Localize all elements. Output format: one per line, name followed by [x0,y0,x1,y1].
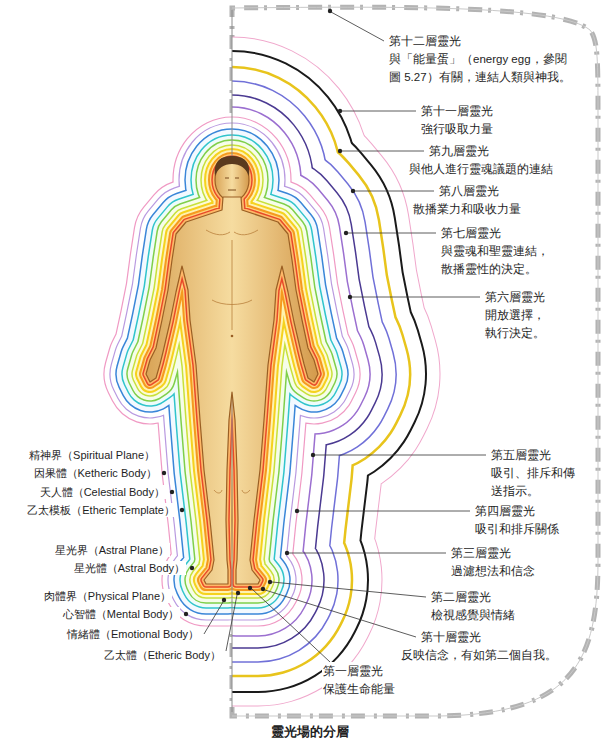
layer-description: 強行吸取力量 [420,120,494,138]
leader-dot [285,551,289,555]
leader-dot [311,453,315,457]
layer-heading: 第一層靈光 [322,662,384,680]
leader-dot [261,587,265,591]
layer-description: 與「能量蛋」（energy egg，參閱 圖 5.27）有關，連結人類與神我。 [388,50,576,86]
layer-description: 反映信念，有如第二個自我。 [400,646,558,664]
plane-label: 星光界（Astral Plane） [54,543,170,557]
layer-heading: 第六層靈光 [484,288,546,306]
body-label: 乙太模板（Etheric Template） [26,503,176,517]
leader-dot [338,149,342,153]
layer-description: 開放選擇， 執行決定。 [484,306,550,342]
aura-layer [232,159,318,584]
layer-heading: 第二層靈光 [430,588,492,606]
layer-description: 吸引、排斥和傳 送指示。 [490,464,580,500]
body-label: 心智體（Mental Body） [62,607,180,621]
layer-heading: 第三層靈光 [450,544,512,562]
layer-description: 與他人進行靈魂議題的連結 [408,160,554,178]
aura-layer [232,159,318,584]
leader-line [289,553,446,554]
layer-description: 散播業力和吸收力量 [412,200,522,218]
layer-description: 吸引和排斥關係 [474,520,560,538]
leader-dot [268,580,272,584]
layer-heading: 第七層靈光 [440,224,502,242]
layer-heading: 第十二層靈光 [388,32,462,50]
leader-dot [222,598,226,602]
leader-dot [170,490,174,494]
leader-line [204,602,223,634]
leader-line [265,590,416,637]
layer-description: 過濾想法和信念 [450,562,536,580]
leader-dot [248,586,252,590]
aura-layer-ground [232,159,318,584]
leader-line [352,297,480,298]
leader-line [226,595,237,651]
layer-description: 保護生命能量 [322,680,396,698]
leader-dot [162,471,166,475]
layer-heading: 第十層靈光 [420,628,482,646]
layer-description: 與靈魂和聖靈連結， 散播靈性的決定。 [440,242,554,278]
body-label: 天人體（Celestial Body） [39,485,166,499]
leader-dot [338,109,342,113]
layer-heading: 第九層靈光 [428,142,490,160]
layer-description: 檢視感覺與情緒 [430,606,516,624]
aura-layer [232,159,318,584]
leader-dot [190,566,194,570]
plane-label: 肉體界（Physical Plane） [43,589,172,603]
body-label: 情緒體（Emotional Body） [66,627,200,641]
leader-line [272,582,426,597]
leader-dot [184,612,188,616]
leader-dot [180,508,184,512]
leader-line [342,151,424,152]
leader-line [252,589,330,662]
aura-layer [232,159,318,584]
face-detail [225,178,239,190]
leader-line [348,233,436,234]
aura-layer [232,159,318,584]
body-label: 因果體（Ketheric Body） [33,466,158,480]
body-label: 星光體（Astral Body） [73,561,186,575]
leader-dot [328,9,332,13]
leader-dot [295,509,299,513]
aura-layer-ground [232,159,318,584]
leader-line [315,455,486,456]
leader-line [355,191,434,192]
aura-layer-ground [232,159,318,584]
hair [215,156,250,176]
leader-line [299,511,470,512]
caption: 靈光場的分層 [270,724,350,740]
human-figure [146,159,318,584]
body-detail [231,335,234,338]
body-detail [206,230,258,493]
layer-heading: 第八層靈光 [438,182,500,200]
leader-line [331,12,384,41]
layer-heading: 第四層靈光 [474,502,536,520]
plane-label: 精神界（Spiritual Plane） [28,448,156,462]
leader-line [342,111,416,112]
leader-dot [351,189,355,193]
leader-dot [348,295,352,299]
leader-dot [344,231,348,235]
aura-layer-ground [232,159,318,584]
layer-heading: 第十一層靈光 [420,102,494,120]
aura-layer [232,159,318,584]
layer-heading: 第五層靈光 [490,446,552,464]
leader-dot [236,591,240,595]
aura-layer-ground [232,159,318,584]
aura-layer-ground [232,159,318,584]
body-label: 乙太體（Etheric Body） [103,648,222,662]
